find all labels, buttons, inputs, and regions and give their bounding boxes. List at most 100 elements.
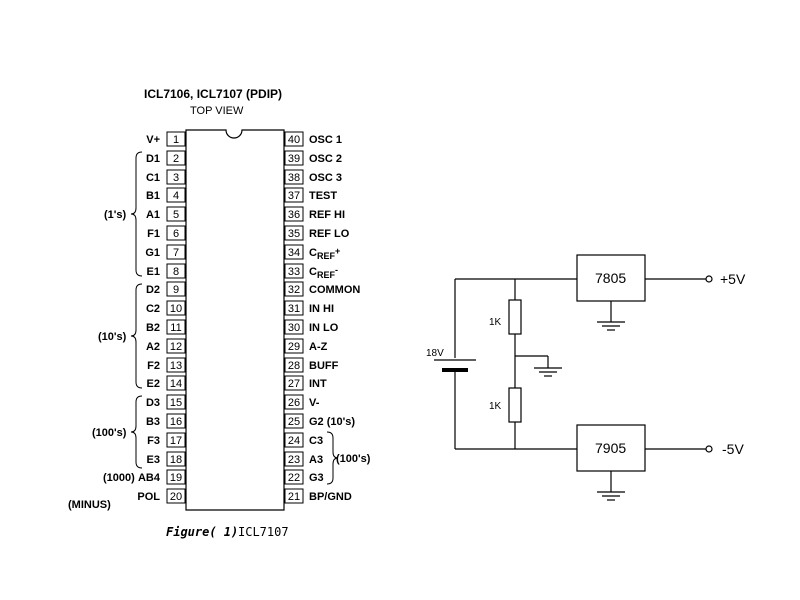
pin-number: 17 [170,435,182,447]
pin-box [284,413,304,429]
pin-number: 13 [170,360,182,372]
resistor-bottom [508,387,522,423]
pin-label: C2 [146,303,160,315]
pin-number: 12 [170,341,182,353]
pin-right-30: 30 IN LO [284,319,339,335]
pin-left-7: 7G1 [145,244,186,260]
pin-label: V- [309,397,320,409]
pin-label: F1 [147,228,160,240]
pin-label: A3 [309,454,323,466]
pin-label: AB4 [138,472,161,484]
pin-label: TEST [309,190,337,202]
pin-box [284,394,304,410]
caption-figure: Figure( 1) [166,525,238,539]
pin-label: INT [309,378,327,390]
pin-number: 40 [288,134,300,146]
pin-box [166,187,186,203]
pin-box [166,375,186,391]
output-neg-label: -5V [722,441,744,457]
group-thousand-label: (1000) [103,472,135,484]
pin-number: 5 [173,209,179,221]
chip-subtitle: TOP VIEW [190,105,244,117]
pin-number: 36 [288,209,300,221]
pin-number: 10 [170,303,182,315]
pin-number: 28 [288,360,300,372]
pin-box [166,338,186,354]
pin-box [284,244,304,260]
pin-label: C3 [309,435,323,447]
group-ones-label: (1's) [104,209,127,221]
pin-label: E3 [147,454,160,466]
resistor-top [508,299,522,335]
pin-label: G3 [309,472,324,484]
pin-number: 27 [288,378,300,390]
pin-left-3: 3 C1 [146,169,186,185]
pin-left-9: 9D2 [146,281,186,297]
pin-label: IN LO [309,322,339,334]
pin-number: 30 [288,322,300,334]
regulator-7905-label: 7905 [595,440,626,456]
pin-box [284,263,304,279]
pin-label: E1 [147,266,160,278]
group-tens-label: (10's) [98,331,127,343]
pin-left-6: 6F1 [147,225,186,241]
pin-number: 26 [288,397,300,409]
pin-left-2: 2D1 [146,150,186,166]
pin-number: 19 [170,472,182,484]
pin-label: C1 [146,172,160,184]
pin-number: 2 [173,153,179,165]
resistor-top-label: 1K [489,317,502,328]
pin-left-1: 1V+ [146,131,186,147]
pin-box [166,319,186,335]
pin-label: OSC 3 [309,172,342,184]
pin-box [284,169,304,185]
pin-box [284,469,304,485]
pin-label: COMMON [309,284,360,296]
pin-label: OSC 1 [309,134,342,146]
output-pos-label: +5V [720,271,746,287]
pin-box [166,488,186,504]
pin-number: 15 [170,397,182,409]
pin-box [166,263,186,279]
pin-box [284,488,304,504]
pin-left-4: 4B1 [146,187,186,203]
pin-left-10: 10 C2 [146,300,186,316]
caption-name: ICL7107 [238,525,289,539]
pin-label-main: C [309,266,317,278]
pin-label: A1 [146,209,160,221]
pin-number: 14 [170,378,182,390]
pin-number: 9 [173,284,179,296]
pin-box [166,357,186,373]
pin-number: 25 [288,416,300,428]
brace-hundreds-left [130,395,143,469]
pin-number: 29 [288,341,300,353]
pin-box [284,451,304,467]
pin-number: 23 [288,454,300,466]
pin-number: 31 [288,303,300,315]
pin-right-23: 23 A3 [284,451,323,467]
pin-box [284,338,304,354]
pin-box [284,131,304,147]
pin-box [284,150,304,166]
pin-label: BUFF [309,360,339,372]
pin-right-27: 27 INT [284,375,327,391]
pin-box [284,357,304,373]
pin-number: 3 [173,172,179,184]
pin-box [166,131,186,147]
pin-number: 37 [288,190,300,202]
pin-box [166,150,186,166]
pin-box [166,451,186,467]
pin-number: 33 [288,266,300,278]
